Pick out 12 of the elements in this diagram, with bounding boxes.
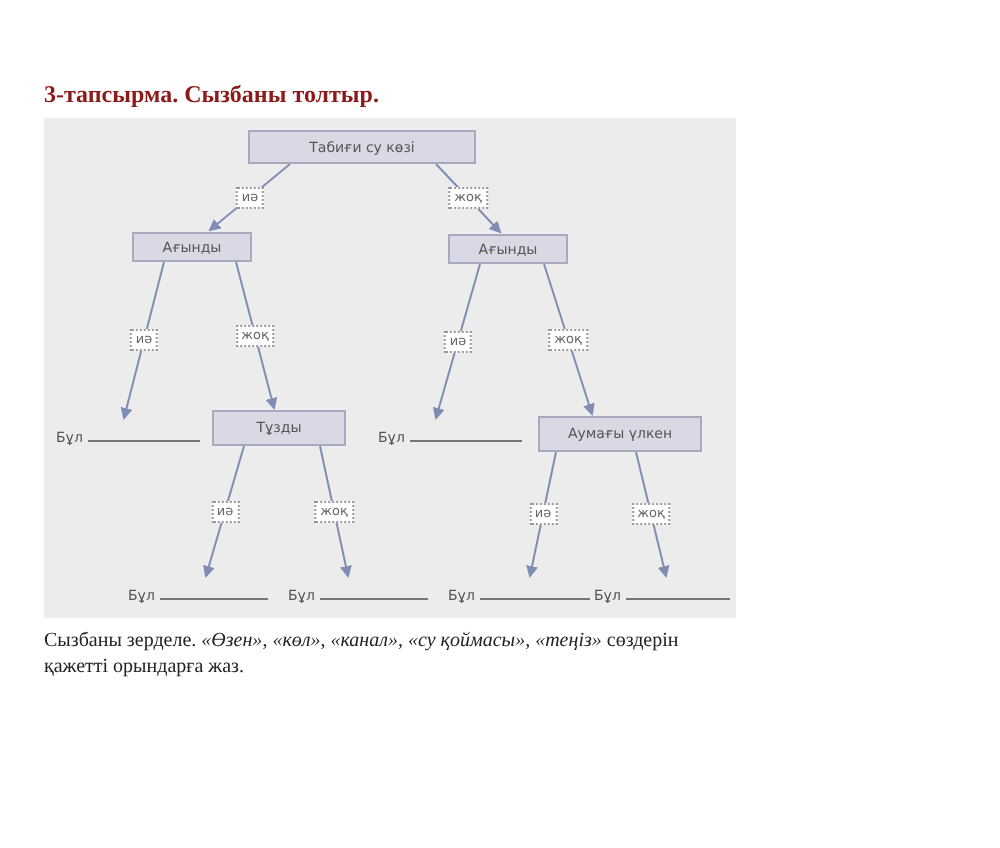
arrow	[208, 163, 291, 232]
instruction-text: Сызбаны зерделе. «Өзен», «көл», «канал», «су қоймасы», «теңіз» сөздерін қажетті орындарға жаз.	[44, 628, 681, 680]
arrow	[435, 163, 502, 234]
arrow	[319, 445, 352, 578]
task-title: 3-тапсырма. Сызбаны толтыр.	[44, 80, 379, 110]
arrow	[235, 261, 278, 410]
arrow	[543, 263, 595, 416]
arrow	[120, 261, 165, 420]
arrow	[526, 451, 557, 578]
arrow	[635, 451, 670, 578]
arrow	[203, 445, 245, 578]
arrow	[433, 263, 481, 420]
